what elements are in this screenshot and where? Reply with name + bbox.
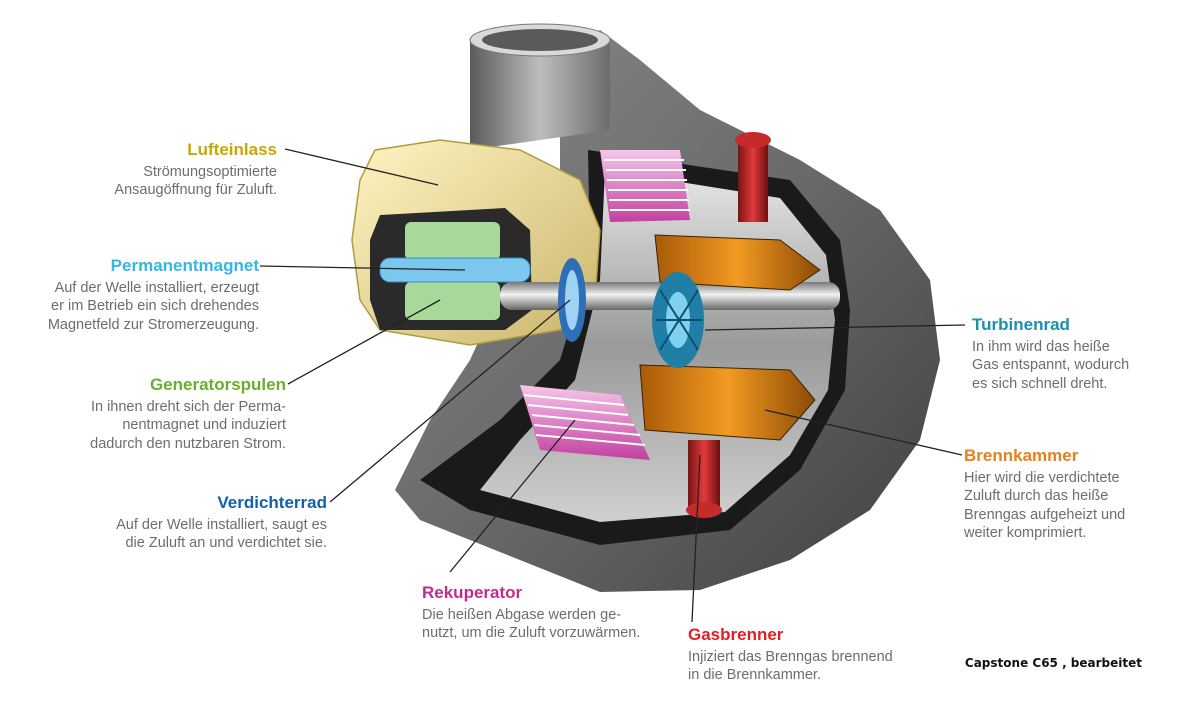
callout-turbinenrad-title: Turbinenrad xyxy=(972,315,1070,334)
combustion-chamber-bottom xyxy=(639,364,816,441)
callout-permanentmagnet: Permanentmagnet Auf der Welle installier… xyxy=(48,255,259,334)
leader-line-gasbrenner xyxy=(691,454,701,623)
leader-line-lufteinlass xyxy=(284,148,439,186)
combustion-chamber-top xyxy=(654,234,821,291)
callout-brennkammer-title: Brennkammer xyxy=(964,446,1079,465)
leader-line-turbinenrad xyxy=(704,324,966,331)
callout-lufteinlass: Lufteinlass Strömungsoptimierte Ansaugöf… xyxy=(114,139,277,200)
leader-line-verdichterrad xyxy=(329,299,571,503)
callout-gasbrenner-desc: Injiziert das Brenngas brennend in die B… xyxy=(688,648,893,684)
callout-gasbrenner: Gasbrenner Injiziert das Brenngas brenne… xyxy=(688,624,893,685)
generator-coil-top xyxy=(405,222,500,260)
callout-generatorspulen: Generatorspulen In ihnen dreht sich der … xyxy=(90,374,286,453)
gas-burner-top xyxy=(735,132,771,222)
callout-brennkammer-desc: Hier wird die verdichtete Zuluft durch d… xyxy=(964,469,1126,542)
callout-generatorspulen-desc: In ihnen dreht sich der Perma- nentmagne… xyxy=(90,398,286,452)
leader-line-rekuperator xyxy=(449,419,576,573)
gas-burner-bottom xyxy=(686,440,722,518)
callout-lufteinlass-title: Lufteinlass xyxy=(187,140,277,159)
callout-verdichterrad-desc: Auf der Welle installiert, saugt es die … xyxy=(116,516,327,552)
callout-lufteinlass-desc: Strömungsoptimierte Ansaugöffnung für Zu… xyxy=(114,163,277,199)
compressor-wheel xyxy=(558,258,586,342)
callout-generatorspulen-title: Generatorspulen xyxy=(149,375,286,394)
callout-rekuperator-desc: Die heißen Abgase werden ge- nutzt, um d… xyxy=(422,606,641,642)
exhaust-pipe xyxy=(469,23,611,150)
callout-verdichterrad-title: Verdichterrad xyxy=(217,493,327,512)
callout-turbinenrad-desc: In ihm wird das heiße Gas entspannt, wod… xyxy=(972,338,1130,392)
callout-permanentmagnet-title: Permanentmagnet xyxy=(110,256,259,275)
callout-permanentmagnet-desc: Auf der Welle installiert, erzeugt er im… xyxy=(47,279,259,333)
recuperator-bottom xyxy=(520,385,650,460)
leader-line-permanentmagnet xyxy=(259,265,466,271)
leader-line-generatorspulen xyxy=(287,299,441,385)
callout-rekuperator-title: Rekuperator xyxy=(422,583,523,602)
image-credit: Capstone C65 , bearbeitet xyxy=(964,656,1142,670)
callout-verdichterrad: Verdichterrad Auf der Welle installiert,… xyxy=(116,492,327,553)
generator-coil-bottom xyxy=(405,282,500,320)
callout-rekuperator: Rekuperator Die heißen Abgase werden ge-… xyxy=(422,582,640,643)
callout-turbinenrad: Turbinenrad In ihm wird das heiße Gas en… xyxy=(972,314,1129,393)
callout-brennkammer: Brennkammer Hier wird die verdichtete Zu… xyxy=(964,445,1125,543)
leader-line-brennkammer xyxy=(764,409,963,456)
callout-gasbrenner-title: Gasbrenner xyxy=(688,625,784,644)
recuperator-top xyxy=(600,150,690,222)
turbine-wheel xyxy=(652,272,704,368)
